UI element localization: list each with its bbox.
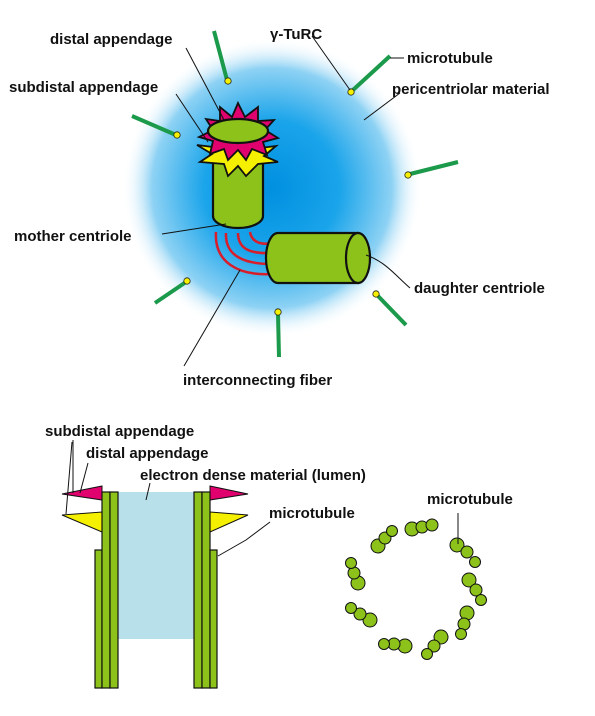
label-gamma-turc: γ-TuRC [270,26,322,43]
lumen [118,492,194,639]
right-wall-microtubule-3 [209,549,218,689]
mother-centriole-body [211,158,265,230]
microtubule-4 [404,160,459,179]
label-bottom-distal-appendage: distal appendage [86,445,209,462]
left-subdistal-appendage [61,511,103,533]
microtubule-2 [347,54,392,96]
microtubule-5 [153,277,191,305]
label-electron-dense-material: electron dense material (lumen) [140,467,366,484]
daughter-centriole-end [344,231,372,285]
gamma-turc-2 [347,88,355,96]
gamma-turc-7 [372,290,380,298]
label-bottom-microtubule-right: microtubule [427,491,513,508]
leader-lines-bottom [65,440,459,557]
gamma-turc-4 [404,171,412,179]
gamma-turc-5 [183,277,191,285]
label-interconnecting-fiber: interconnecting fiber [183,372,332,389]
right-subdistal-appendage [209,511,249,533]
gamma-turc-6 [274,308,282,316]
right-distal-appendage [209,485,249,501]
label-microtubule-top: microtubule [407,50,493,67]
gamma-turc-1 [224,77,232,85]
microtubule-6 [274,308,282,358]
left-wall-microtubule-3 [109,491,119,689]
microtubule-3 [131,114,181,139]
leader-lines-top [161,35,411,367]
label-distal-appendage: distal appendage [50,31,173,48]
left-wall-microtubule-2 [101,491,111,689]
centriole-cross-section [61,485,249,689]
microtubule-7 [372,290,408,327]
label-subdistal-appendage: subdistal appendage [9,79,158,96]
label-daughter-centriole: daughter centriole [414,280,545,297]
microtubule-ring-top [131,30,459,358]
label-bottom-microtubule-left: microtubule [269,505,355,522]
label-mother-centriole: mother centriole [14,228,132,245]
daughter-centriole [264,231,372,285]
gamma-turc-3 [173,131,181,139]
label-pericentriolar-material: pericentriolar material [392,81,550,98]
microtubule-triplet-ring [345,518,487,660]
mother-centriole [196,100,281,230]
mother-centriole-top [206,117,270,145]
right-wall-microtubule-1 [193,491,203,689]
label-bottom-subdistal-appendage: subdistal appendage [45,423,194,440]
microtubule-1 [212,30,232,85]
daughter-centriole-body [264,231,360,285]
right-wall-microtubule-2 [201,491,211,689]
left-wall-microtubule-1 [94,549,103,689]
